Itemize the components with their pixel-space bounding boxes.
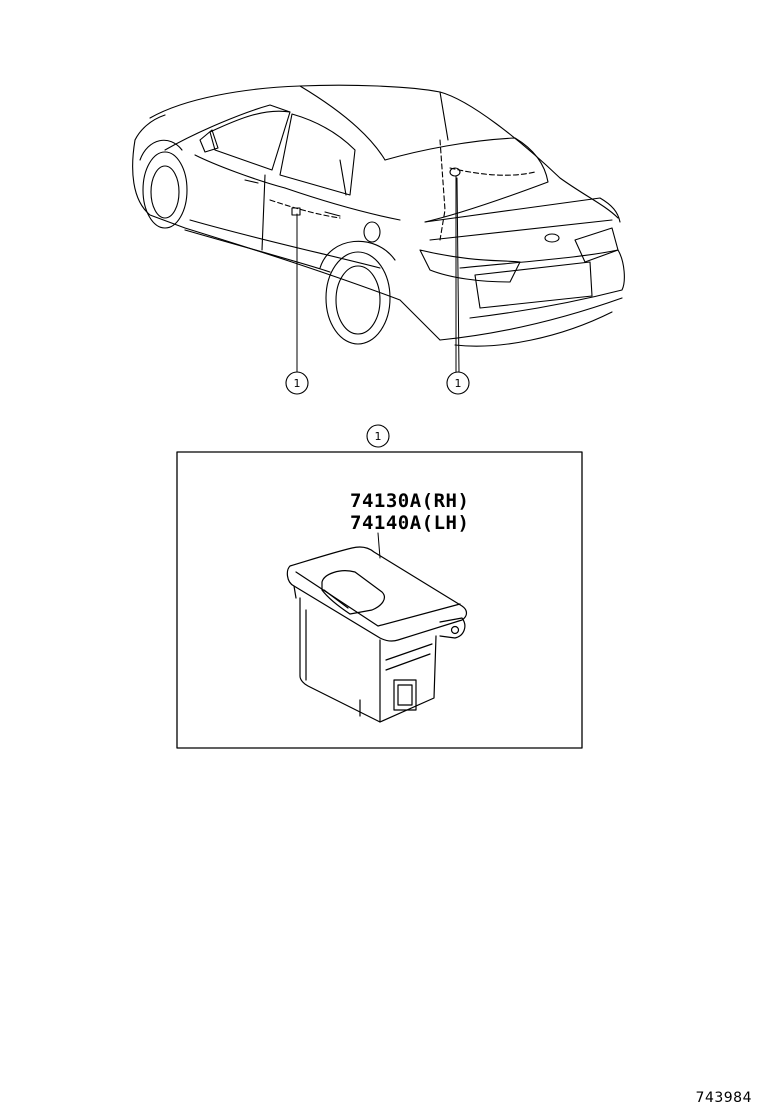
figure-id: 743984 — [695, 1090, 752, 1106]
switch-part-drawing — [286, 546, 468, 723]
detail-callout-number: 1 — [375, 430, 382, 443]
callout-trunk-switch-number: 1 — [455, 377, 462, 390]
detail-frame — [176, 451, 583, 749]
callout-door-switch-number: 1 — [294, 377, 301, 390]
leader-lines — [296, 175, 460, 373]
detail-callout-header: 1 — [366, 424, 390, 448]
callout-trunk-switch: 1 — [446, 371, 470, 395]
part-number-lh: 74140A(LH) — [350, 512, 469, 534]
car-illustration — [132, 84, 625, 347]
part-leader-line — [377, 532, 381, 559]
callout-door-switch: 1 — [285, 371, 309, 395]
part-number-rh: 74130A(RH) — [350, 490, 469, 512]
